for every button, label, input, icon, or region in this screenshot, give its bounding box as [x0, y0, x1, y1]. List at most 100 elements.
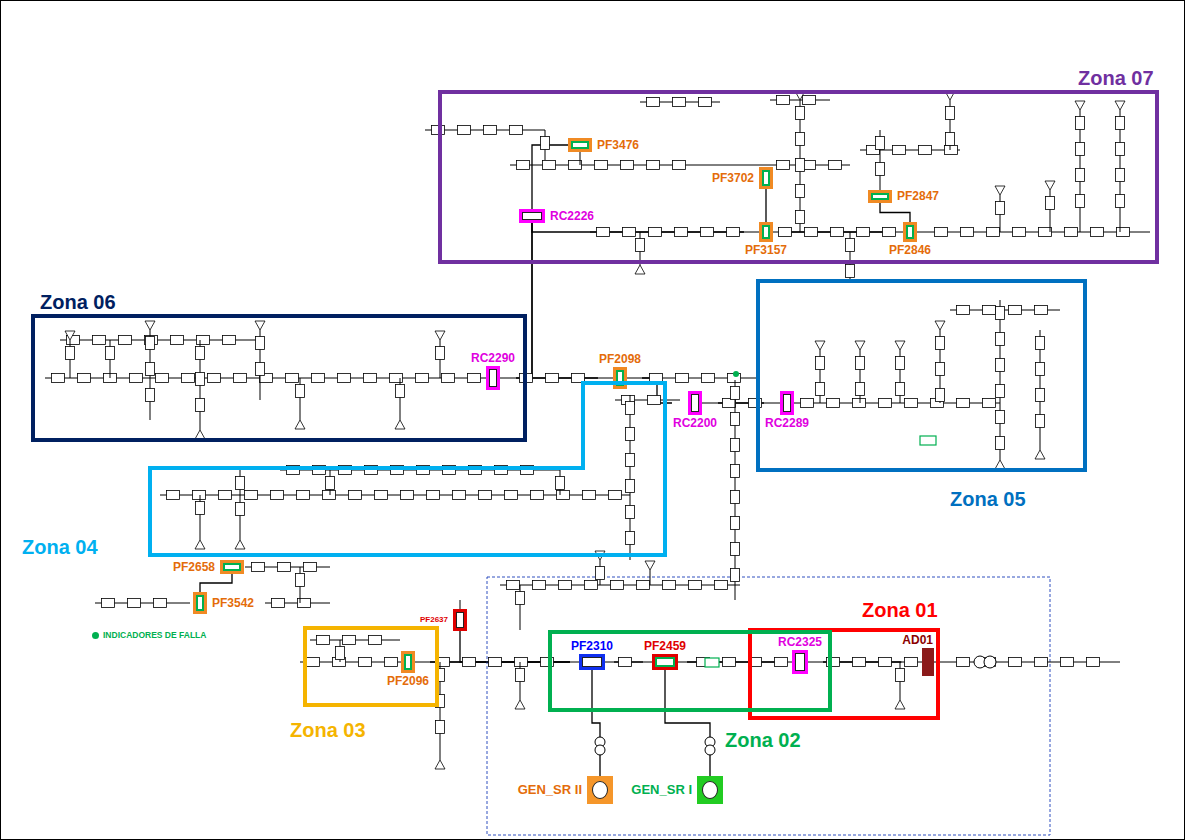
zone-border	[150, 383, 665, 555]
switch-symbol	[1117, 228, 1130, 237]
switch-symbol	[458, 126, 471, 135]
switch-symbol	[876, 137, 885, 150]
legend-item: INDICADORES DE FALLA	[92, 630, 206, 641]
feeder-line	[1000, 300, 1001, 460]
switch-symbol	[983, 306, 996, 315]
switch-symbol	[245, 491, 258, 500]
switch-symbol	[304, 563, 317, 572]
symbol-core	[762, 170, 770, 186]
fuse-symbol	[579, 654, 605, 670]
switch-symbol	[1061, 658, 1074, 667]
switch-symbol	[996, 437, 1005, 450]
switch-symbol	[648, 396, 661, 405]
load-symbol	[1115, 101, 1125, 110]
switch-symbol	[1009, 306, 1022, 315]
device-label: RC2325	[777, 635, 823, 649]
switch-symbol	[583, 491, 596, 500]
switch-symbol	[364, 374, 377, 383]
fuse-symbol	[568, 138, 592, 152]
device-label: PF2847	[896, 189, 940, 203]
zone-title: Zona 04	[22, 535, 98, 559]
switch-symbol	[510, 126, 523, 135]
legend-swatch	[92, 632, 99, 639]
switch-symbol	[234, 374, 247, 383]
switch-symbol	[1036, 363, 1045, 376]
fuse-symbol	[220, 560, 244, 574]
fuse-symbol	[453, 609, 467, 631]
switch-symbol	[336, 647, 345, 660]
switch-symbol	[278, 563, 291, 572]
switch-symbol	[343, 636, 356, 645]
symbol-core	[571, 141, 589, 149]
protection-device: RC2200	[672, 391, 718, 430]
switch-symbol	[731, 517, 740, 530]
switch-symbol	[796, 107, 805, 120]
switch-symbol	[996, 385, 1005, 398]
load-symbol	[295, 420, 305, 429]
device-label: RC2289	[764, 416, 810, 430]
switch-symbol	[626, 480, 635, 493]
switch-symbol	[102, 599, 115, 608]
switch-symbol	[516, 592, 525, 605]
switch-symbol	[996, 411, 1005, 424]
switch-symbol	[507, 581, 520, 590]
substation-boundary	[487, 577, 1050, 835]
switch-symbol	[93, 336, 106, 345]
switch-symbol	[559, 581, 572, 590]
load-symbol	[895, 700, 905, 709]
fuse-symbol	[903, 222, 917, 242]
protection-device: RC2290	[470, 351, 516, 390]
switch-symbol	[375, 491, 388, 500]
switch-symbol	[297, 491, 310, 500]
switch-symbol	[621, 161, 634, 170]
fuse-symbol	[652, 654, 678, 670]
switch-symbol	[883, 228, 896, 237]
protection-device: PF3157	[744, 222, 788, 257]
switch-symbol	[597, 228, 610, 237]
switch-symbol	[1116, 143, 1125, 156]
switch-symbol	[626, 506, 635, 519]
switch-symbol	[130, 374, 143, 383]
zone-outline: Zona 07PF3476PF3702RC2226PF2847PF3157PF2…	[440, 92, 1157, 262]
device-label: RC2290	[470, 351, 516, 365]
switch-symbol	[442, 374, 455, 383]
switch-symbol	[893, 146, 906, 155]
switch-symbol	[896, 383, 905, 396]
switch-symbol	[827, 399, 840, 408]
switch-symbol	[338, 374, 351, 383]
symbol-core	[582, 657, 602, 667]
load-symbol	[895, 341, 905, 350]
switch-symbol	[427, 491, 440, 500]
switch-symbol	[957, 399, 970, 408]
switch-symbol	[1065, 228, 1078, 237]
protection-device: AD01	[901, 633, 934, 676]
switch-symbol	[936, 337, 945, 350]
switch-symbol	[596, 567, 605, 580]
zone-title: Zona 06	[40, 290, 116, 314]
switch-symbol	[385, 658, 398, 667]
feeder-connection	[200, 574, 232, 592]
switch-symbol	[556, 477, 565, 490]
switch-symbol	[369, 636, 382, 645]
switch-symbol	[779, 228, 792, 237]
load-symbol	[195, 430, 205, 439]
switch-symbol	[673, 161, 686, 170]
protection-device: PF3702	[711, 167, 773, 189]
switch-symbol	[557, 491, 570, 500]
symbol-core	[702, 781, 718, 799]
switch-symbol	[853, 399, 866, 408]
switch-symbol	[326, 477, 335, 490]
switch-symbol	[541, 137, 550, 150]
switch-symbol	[796, 159, 805, 172]
switch-symbol	[1076, 117, 1085, 130]
switch-symbol	[846, 265, 855, 278]
zone-title: Zona 05	[950, 487, 1026, 511]
switch-symbol	[1013, 228, 1026, 237]
switch-symbol	[689, 581, 702, 590]
feeder-line	[650, 570, 651, 585]
switch-symbol	[78, 374, 91, 383]
feeder-connection	[765, 189, 766, 222]
switch-symbol	[731, 387, 740, 400]
